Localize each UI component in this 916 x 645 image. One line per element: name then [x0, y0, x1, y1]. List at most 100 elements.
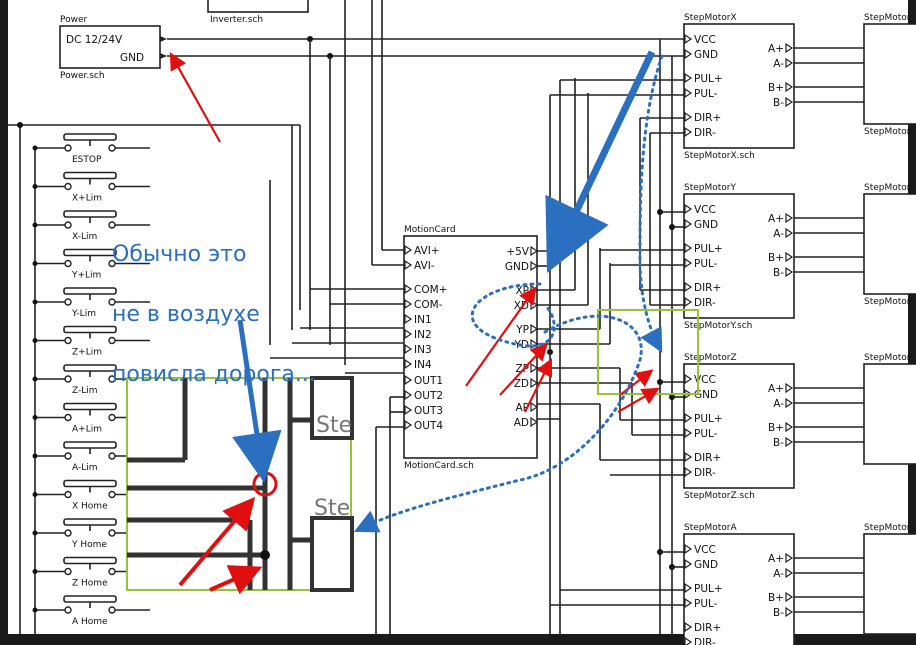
switch-3: Y+Lim [32, 248, 150, 281]
step-motor-left-pin: GND [694, 49, 718, 61]
step-motor-title: StepMotorX [684, 13, 737, 23]
motion-card-left-pins: AVI+AVI-COM+COM-IN1IN2IN3IN4OUT1OUT2OUT3… [404, 244, 447, 432]
step-motor-right-pin: B+ [768, 592, 784, 604]
step-motor-left-pin: DIR- [694, 127, 716, 139]
motion-card-right-pin: AD [514, 417, 529, 429]
motion-card-right-pin: ZD [514, 378, 529, 390]
step-motor-left-pin: PUL+ [694, 243, 723, 255]
step-motor-right-pin: A+ [768, 553, 784, 565]
step-motor-right-pin: A- [773, 568, 784, 580]
motion-card-left-pin: AVI+ [414, 245, 440, 257]
step-motor-left-pin: DIR- [694, 467, 716, 479]
motion-card-left-pin: OUT3 [414, 405, 443, 417]
power-pin-vcc-label: DC 12/24V [66, 34, 123, 46]
blue-arrows [232, 50, 656, 483]
switch-10: Y Home [32, 518, 150, 550]
step-motor-right-pin: A+ [768, 383, 784, 395]
switch-label: Y Home [71, 540, 107, 550]
svg-text:Ste: Ste [316, 413, 352, 438]
annotation-line-3: повисла дорога... [112, 362, 316, 387]
step-motor-left-pin: GND [694, 219, 718, 231]
step-motor-0: StepMotorXVCCGNDPUL+PUL-DIR+DIR-A+A-B+B-… [683, 13, 864, 161]
step-motor-left-pin: DIR- [694, 637, 716, 645]
switch-label: A-Lim [72, 463, 98, 473]
step-motor-left-pin: DIR+ [694, 112, 721, 124]
motion-card-left-pin: IN1 [414, 314, 432, 326]
annotation-note: Обычно это не в воздухе повисла дорога..… [112, 210, 382, 420]
edge-block-title: StepMotor [864, 13, 911, 23]
step-motor-right-pin: A+ [768, 213, 784, 225]
switch-9: X Home [32, 479, 150, 512]
motion-card: MotionCard AVI+AVI-COM+COM-IN1IN2IN3IN4O… [403, 225, 539, 471]
red-arrows [169, 52, 660, 413]
switch-label: Z Home [72, 579, 108, 589]
motion-card-sheet-name: MotionCard.sch [404, 461, 474, 471]
step-motor-sheet-name: StepMotorY.sch [684, 321, 752, 331]
step-motor-column: StepMotorX VCC GND PUL+ PUL- DIR+ DIR- A+ A- B+ B-… [683, 13, 864, 645]
step-motor-left-pin: PUL- [694, 598, 718, 610]
step-motor-right-pin: A- [773, 398, 784, 410]
svg-text:Ste: Ste [314, 496, 350, 521]
step-motor-left-pin: VCC [694, 204, 716, 216]
motion-card-left-pin: OUT4 [414, 420, 443, 432]
edge-block-3: StepMotor [863, 523, 916, 635]
switch-label: A+Lim [72, 425, 102, 435]
switch-label: Z+Lim [72, 348, 102, 358]
switch-1: X+Lim [32, 171, 150, 204]
step-motor-1: StepMotorYVCCGNDPUL+PUL-DIR+DIR-A+A-B+B-… [683, 183, 864, 331]
step-motor-right-pin: B- [773, 97, 784, 109]
power-box [59, 25, 161, 69]
motion-card-title: MotionCard [404, 225, 456, 235]
step-motor-right-pin: A- [773, 228, 784, 240]
step-motor-left-pin: DIR+ [694, 622, 721, 634]
step-motor-left-pin: VCC [694, 544, 716, 556]
step-motor-right-pin: B- [773, 607, 784, 619]
step-motor-left-pin: GND [694, 559, 718, 571]
motion-card-left-pin: IN2 [414, 329, 432, 341]
step-motor-left-pin: VCC [694, 34, 716, 46]
switch-2: X-Lim [32, 210, 150, 242]
switch-label: A Home [72, 617, 108, 627]
switch-6: Z-Lim [32, 364, 150, 396]
blue-dotted-paths [353, 54, 664, 533]
edge-block-2: StepMotor [863, 353, 916, 465]
edge-block-sheet: StepMotor [864, 297, 911, 307]
motion-card-right-pin: YP [515, 324, 529, 336]
step-motor-left-pin: VCC [694, 374, 716, 386]
switch-5: Z+Lim [32, 325, 150, 358]
switch-0: ESTOP [32, 133, 150, 165]
annotation-line-2: не в воздухе [112, 302, 260, 327]
edge-block-title: StepMotor [864, 183, 911, 193]
motion-card-left-pin: OUT2 [414, 390, 443, 402]
power-pin-gnd-label: GND [120, 52, 144, 64]
switch-label: Y-Lim [71, 309, 96, 319]
motion-card-box [403, 235, 538, 459]
step-motor-left-pin: DIR+ [694, 282, 721, 294]
switch-label: Z-Lim [72, 386, 98, 396]
switch-label: X+Lim [72, 194, 102, 204]
step-motor-right-pin: B+ [768, 252, 784, 264]
inverter-block: Inverter.sch [207, 0, 309, 25]
switch-11: Z Home [32, 556, 150, 589]
step-motor-right-pin: B+ [768, 82, 784, 94]
step-motor-right-pin: B- [773, 437, 784, 449]
step-motor-right-pin: A+ [768, 43, 784, 55]
switch-4: Y-Lim [32, 287, 150, 319]
edge-block-title: StepMotor [864, 523, 911, 533]
step-motor-title: StepMotorA [684, 523, 737, 533]
motion-card-left-pin: COM- [414, 299, 443, 311]
annotation-line-1: Обычно это [112, 242, 247, 267]
step-motor-left-pin: PUL+ [694, 413, 723, 425]
motion-card-left-pin: IN3 [414, 344, 432, 356]
motion-card-left-pin: COM+ [414, 284, 447, 296]
zoom-inset: Ste Ste [126, 376, 354, 592]
edge-block-title: StepMotor [864, 353, 911, 363]
step-motor-left-pin: PUL- [694, 428, 718, 440]
motion-card-right-pin: GND [505, 261, 529, 273]
switch-column: ESTOP X+LimX-LimY+LimY-LimZ+LimZ-LimA+Lim… [32, 133, 150, 627]
step-motor-left-pin: PUL- [694, 88, 718, 100]
step-motor-left-pin: DIR- [694, 297, 716, 309]
